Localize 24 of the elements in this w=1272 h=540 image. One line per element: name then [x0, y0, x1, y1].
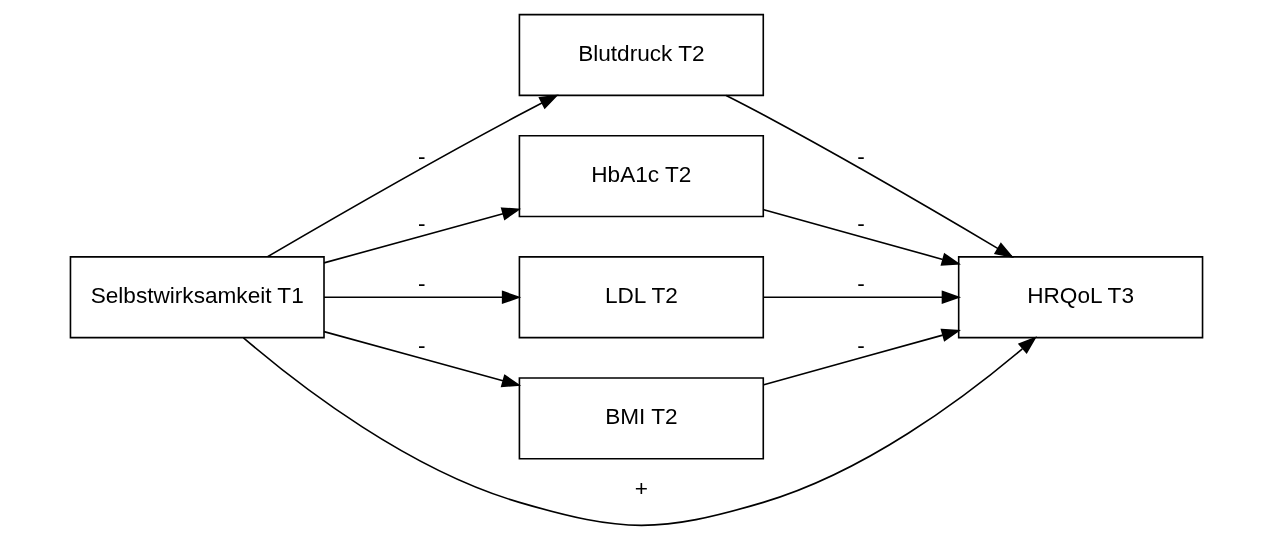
node-box: LDL T2 — [518, 256, 764, 339]
edge-label: - — [417, 143, 425, 169]
arrow — [762, 208, 961, 266]
edge-label: - — [856, 143, 865, 169]
edge-label: - — [856, 211, 865, 237]
edge-label: - — [417, 211, 425, 237]
node-box: Blutdruck T2 — [518, 13, 764, 97]
edge-label: - — [417, 332, 425, 358]
arrow — [242, 336, 1037, 527]
edge-label: - — [417, 271, 425, 297]
node-box: HRQoL T3 — [957, 256, 1203, 339]
arrow — [266, 94, 559, 258]
edge-label: + — [634, 476, 648, 502]
edge-label: - — [856, 271, 865, 297]
arrow — [322, 330, 521, 388]
edge-label: - — [856, 332, 865, 358]
arrow — [762, 290, 961, 305]
arrow — [322, 290, 521, 305]
arrow — [762, 328, 961, 386]
node-box: BMI T2 — [518, 377, 764, 460]
arrow — [322, 207, 521, 264]
node-box: HbA1c T2 — [518, 134, 764, 218]
arrow — [724, 94, 1014, 259]
node-box: Selbstwirksamkeit T1 — [69, 256, 325, 339]
